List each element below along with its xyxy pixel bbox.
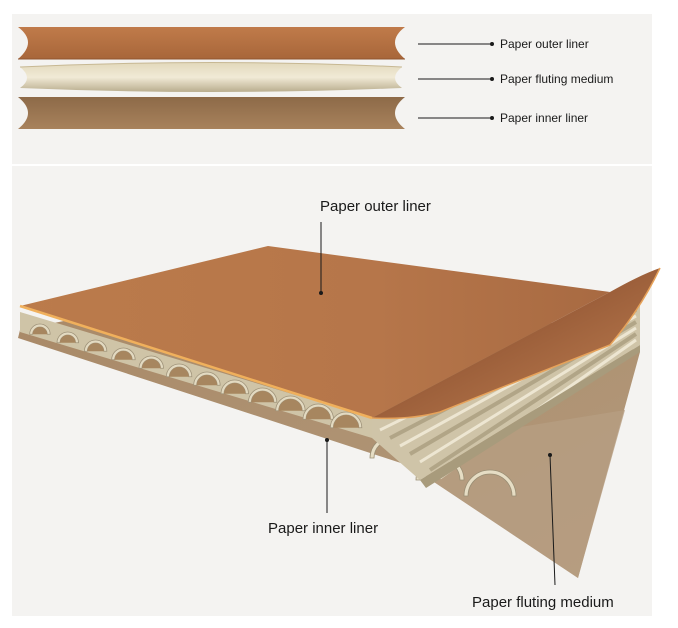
top-label-fluting-medium: Paper fluting medium [500,72,614,86]
flute-hollow [224,383,246,394]
flute-hollow [169,367,189,377]
flute-arch [56,331,79,344]
flute-hollow [60,335,76,343]
flute-hollow [142,359,161,369]
flute-hollow [87,343,104,352]
main-leader-lines [319,222,556,586]
flute-hollow [251,391,274,403]
top-outer-liner [18,27,405,60]
flute-hollow [278,399,303,411]
top-label-inner-liner: Paper inner liner [500,111,589,125]
top-inner-liner [18,97,405,129]
flute-hollow [306,406,331,420]
top-label-outer-liner: Paper outer liner [500,37,589,51]
flute-ridge [428,332,638,472]
flute-hollow [32,327,48,335]
flute-hollow [114,350,133,360]
main-outer-liner [19,246,661,420]
flute-arch-large [463,469,517,497]
top-leader-lines [418,42,494,120]
flute-ridge [419,326,637,464]
flute-hollow [196,375,218,386]
flute-hollow [333,415,359,428]
top-fluting-medium [19,62,403,92]
main-label-inner-liner: Paper inner liner [268,520,379,537]
main-label-outer-liner: Paper outer liner [320,198,431,215]
main-label-fluting-medium: Paper fluting medium [472,594,614,611]
